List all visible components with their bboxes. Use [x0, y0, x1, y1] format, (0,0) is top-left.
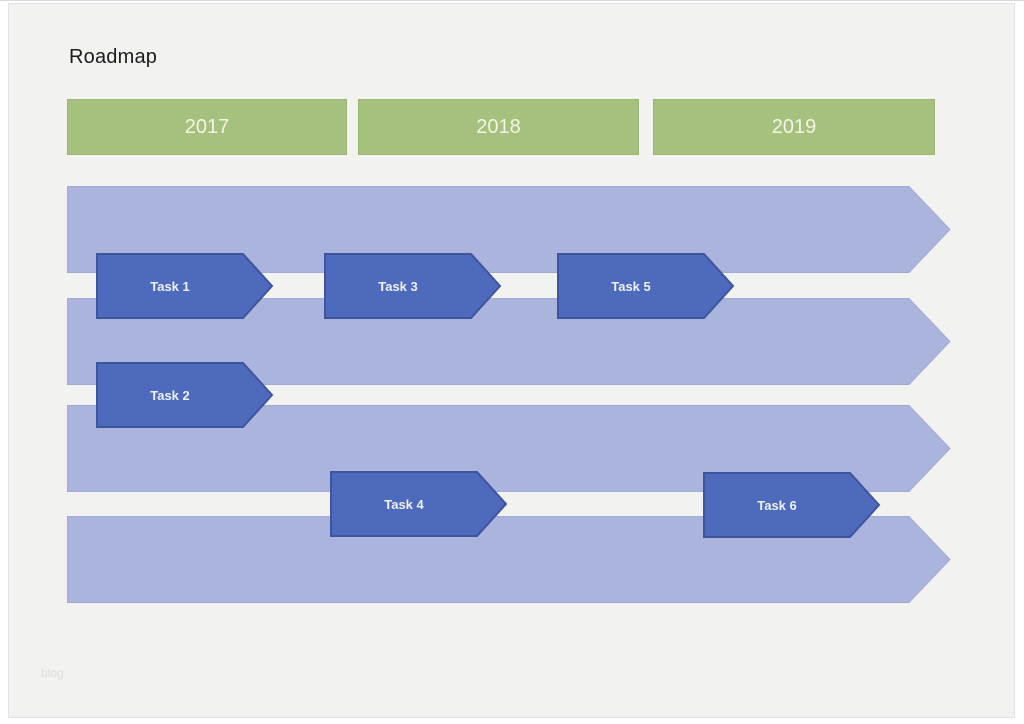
lane-arrow-shape	[67, 186, 951, 273]
task-arrow-shape	[96, 362, 274, 428]
task-arrow-shape	[703, 472, 881, 538]
timeline-lane-arrow-2	[67, 298, 951, 385]
lane-arrow-shape	[67, 298, 951, 385]
timeline-lane-arrow-3	[67, 405, 951, 492]
task-arrow-4: Task 4	[330, 471, 508, 537]
task-arrow-shape	[324, 253, 502, 319]
blog-watermark: blog	[41, 666, 64, 680]
timeline-lane-arrow-1	[67, 186, 951, 273]
task-arrow-2: Task 2	[96, 362, 274, 428]
lane-arrow-shape	[67, 405, 951, 492]
year-label: 2018	[476, 115, 521, 138]
task-label: Task 4	[384, 496, 424, 512]
task-arrow-3: Task 3	[324, 253, 502, 319]
year-label: 2017	[184, 115, 230, 138]
task-label: Task 2	[150, 387, 190, 403]
task-arrow-6: Task 6	[703, 472, 881, 538]
task-arrow-shape	[330, 471, 508, 537]
task-label: Task 1	[150, 278, 190, 294]
roadmap-slide: Roadmap 2017 2018 2019 Task 1	[8, 3, 1015, 718]
task-arrow-5: Task 5	[557, 253, 735, 319]
year-label: 2019	[771, 115, 817, 138]
year-header-2018: 2018	[358, 99, 639, 155]
task-label: Task 3	[378, 278, 418, 294]
task-arrow-shape	[96, 253, 274, 319]
page-title: Roadmap	[69, 46, 158, 68]
task-arrow-shape	[557, 253, 735, 319]
year-header-2019: 2019	[653, 99, 935, 155]
year-header-2017: 2017	[67, 99, 347, 155]
task-label: Task 5	[611, 278, 651, 294]
task-label: Task 6	[757, 497, 797, 513]
task-arrow-1: Task 1	[96, 253, 274, 319]
